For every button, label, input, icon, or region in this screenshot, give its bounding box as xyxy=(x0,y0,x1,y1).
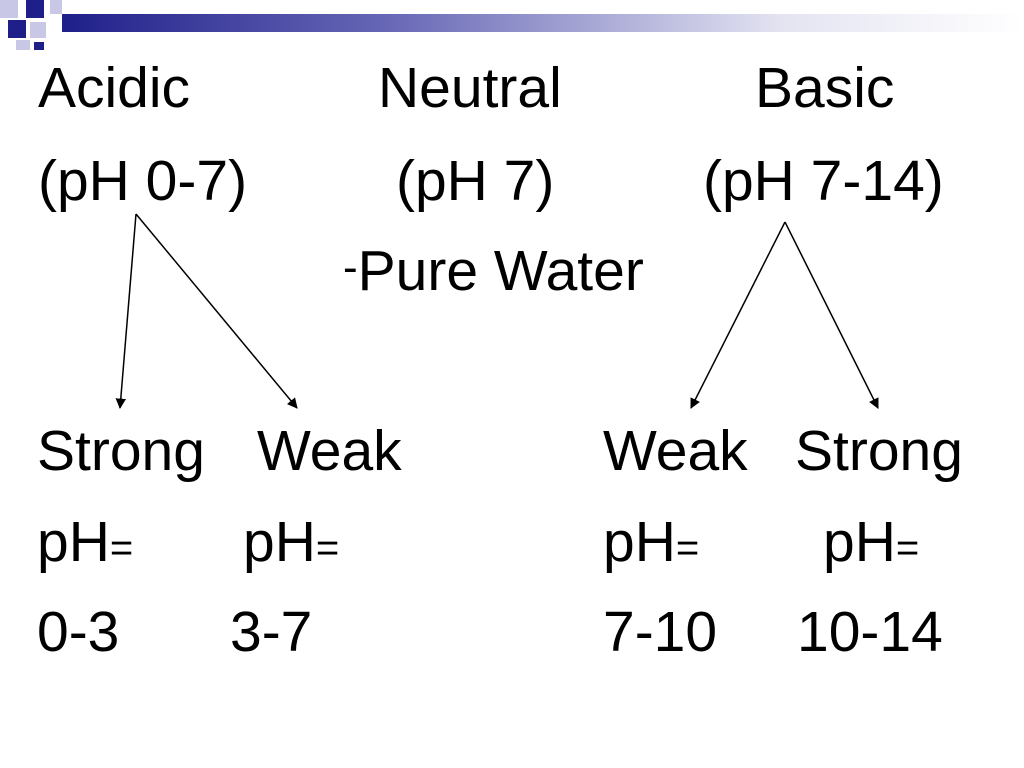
base-weak-range: 7-10 xyxy=(603,600,718,664)
header-square xyxy=(8,20,26,38)
acid-strong-range: 0-3 xyxy=(37,600,120,664)
neutral-example-text: Pure Water xyxy=(357,239,644,303)
ph-text: pH xyxy=(823,510,896,574)
neutral-range: (pH 7) xyxy=(396,149,555,213)
header-square xyxy=(30,22,46,38)
acid-weak-label: Weak xyxy=(257,419,402,483)
equals-sign: = xyxy=(895,526,920,570)
base-strong-range: 10-14 xyxy=(797,600,943,664)
neutral-heading: Neutral xyxy=(378,56,562,120)
base-strong-ph: pH= xyxy=(823,514,919,571)
ph-text: pH xyxy=(243,510,316,574)
arrow-base-strong xyxy=(784,221,879,409)
header-square xyxy=(0,0,18,18)
base-weak-label: Weak xyxy=(603,419,748,483)
arrow-base-weak xyxy=(690,221,786,409)
acid-strong-ph: pH= xyxy=(37,514,133,571)
acidic-range: (pH 0-7) xyxy=(38,149,248,213)
ph-text: pH xyxy=(37,510,110,574)
base-strong-label: Strong xyxy=(795,419,963,483)
acidic-heading: Acidic xyxy=(38,56,191,120)
arrow-acid-strong xyxy=(115,213,137,410)
equals-sign: = xyxy=(109,526,134,570)
neutral-example-dash: - xyxy=(343,243,358,292)
ph-text: pH xyxy=(603,510,676,574)
acid-strong-label: Strong xyxy=(37,419,205,483)
header-square xyxy=(50,0,62,14)
neutral-example: -Pure Water xyxy=(343,243,644,300)
acid-weak-ph: pH= xyxy=(243,514,339,571)
header-gradient-bar xyxy=(62,14,1024,32)
arrow-acid-weak xyxy=(135,213,298,409)
equals-sign: = xyxy=(315,526,340,570)
header-square xyxy=(16,40,30,50)
header-square xyxy=(26,0,44,18)
equals-sign: = xyxy=(675,526,700,570)
basic-range: (pH 7-14) xyxy=(703,149,944,213)
base-weak-ph: pH= xyxy=(603,514,699,571)
basic-heading: Basic xyxy=(755,56,895,120)
acid-weak-range: 3-7 xyxy=(230,600,313,664)
header-decoration xyxy=(0,0,1024,50)
header-decoration-graphic xyxy=(0,0,1024,50)
header-square xyxy=(34,42,44,50)
